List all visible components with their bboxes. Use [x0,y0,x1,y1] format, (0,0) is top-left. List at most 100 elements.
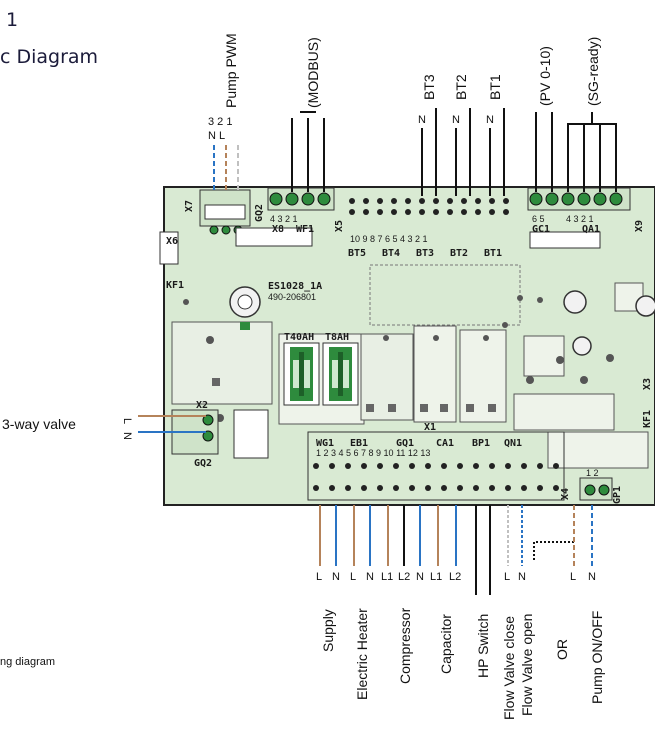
capacitor-2 [563,290,587,314]
label-x4: X4 [560,488,571,500]
label-flow-valve-open: Flow Valve open [519,614,535,716]
label-3-way-valve: 3-way valve [2,416,76,432]
label-bt3: BT3 [416,248,434,259]
label-bt1: BT1 [487,74,503,100]
label-pump-on-off: Pump ON/OFF [589,611,605,704]
label-capacitor: Capacitor [438,614,454,674]
pin-header-box-2 [529,231,601,249]
wire-letter-10: L [504,571,510,583]
label-wf1: WF1 [296,224,314,235]
label-gp-pins: 1 2 [586,468,599,478]
wire-letter-9: L2 [449,571,461,583]
label-bottom-group-ca1: CA1 [436,438,454,449]
label-bottom-group-bp1: BP1 [472,438,490,449]
label-bt2: BT2 [450,248,468,259]
wire-letter-2: N [332,571,340,583]
label-bt-pins: 10 9 8 7 6 5 4 3 2 1 [350,234,428,244]
left-labels: 3-way valve L N [2,416,133,440]
label-modbus: (MODBUS) [305,37,321,108]
terminal-x9 [527,187,631,211]
label-bottom-group-gq1: GQ1 [396,438,414,449]
capacitor-3 [572,336,592,356]
label-hp-switch: HP Switch [475,614,491,678]
wire-or-link [533,541,574,560]
label-sg: (SG-ready) [585,37,601,106]
label-n-bt1: N [486,114,494,126]
capacitor-4 [635,295,655,317]
label-x6: X6 [166,236,178,247]
label-bottom-group-wg1: WG1 [316,438,334,449]
label-x8-pins: 4 3 2 1 [270,214,298,224]
label-x2: X2 [196,400,208,411]
terminal-gp1 [579,477,613,501]
fuse-t8ah [322,342,359,406]
fuse-t40ah [283,342,320,406]
x6-connector [159,231,179,265]
page-title: c Diagram [0,46,98,68]
label-valve-l: L [121,418,133,424]
label-gq2-left: GQ2 [194,458,212,469]
label-pump-pwm: Pump PWM [223,33,239,108]
label-x5: X5 [334,220,345,232]
label-pump-pwm-pins: 3 2 1 [208,116,232,128]
transformer-block [171,321,273,405]
header-row-bt [349,198,509,215]
label-x8: X8 [272,224,284,235]
label-gc1-pins: 6 5 [532,214,545,224]
bottom-wire-letters: L N L N L1 L2 N L1 L2 L N L N [316,571,596,583]
wire-letter-7: N [416,571,424,583]
board-labels: X7 GQ2 4 3 2 1 X8 WF1 X5 X6 KF1 ES1028_1… [166,200,653,504]
relay-block-4 [513,393,615,431]
label-compressor: Compressor [397,607,413,684]
fuse-label-t40ah: T40AH [284,332,314,343]
wire-letter-3: L [350,571,356,583]
relay-block-3 [459,329,507,423]
pin-header-box [235,227,313,247]
component-block [523,335,565,377]
bottom-labels: Supply Electric Heater Compressor Capaci… [320,607,605,720]
label-supply: Supply [320,609,336,652]
left-wires [138,415,206,433]
wire-letter-13: N [588,571,596,583]
relay-block-5 [547,431,649,469]
label-bt5: BT5 [348,248,366,259]
wire-letter-11: N [518,571,526,583]
top-wires [213,108,617,196]
label-bt2: BT2 [453,74,469,100]
label-x9: X9 [634,220,645,232]
label-pump-pwm-nl: N L [208,130,225,142]
label-bt4: BT4 [382,248,400,259]
label-electric-heater: Electric Heater [354,608,370,700]
label-qa1: QA1 [582,224,600,235]
x2-connector-housing [233,409,269,459]
label-bt1: BT1 [484,248,502,259]
bottom-wires [319,505,593,595]
wire-letter-1: L [316,571,322,583]
label-or: OR [554,639,570,660]
label-gp1: GP1 [612,486,623,504]
label-n-bt2: N [452,114,460,126]
label-chip: ES1028_1A [268,281,322,292]
label-x3: X3 [642,378,653,390]
terminal-x8 [267,187,335,211]
wire-sg-bracket [567,123,617,192]
label-bottom-group-qn1: QN1 [504,438,522,449]
header-row-bottom [313,463,559,491]
label-bottom-group-eb1: EB1 [350,438,368,449]
label-bt3: BT3 [421,74,437,100]
wire-letter-8: L1 [430,571,442,583]
label-n-bt3: N [418,114,426,126]
label-part: 490-206801 [268,292,316,302]
title-top-fragment: 1 [6,9,18,31]
label-x7: X7 [184,200,195,212]
fuse-label-t8ah: T8AH [325,332,349,343]
footnote: ng diagram [0,656,55,668]
label-gc1: GC1 [532,224,550,235]
wire-letter-6: L2 [398,571,410,583]
label-pv: (PV 0-10) [537,46,553,106]
top-labels: Pump PWM 3 2 1 N L (MODBUS) BT3 BT2 BT1 … [208,33,601,142]
label-x1: X1 [424,422,436,433]
wire-letter-5: L1 [381,571,393,583]
label-gq2-top: GQ2 [254,204,265,222]
